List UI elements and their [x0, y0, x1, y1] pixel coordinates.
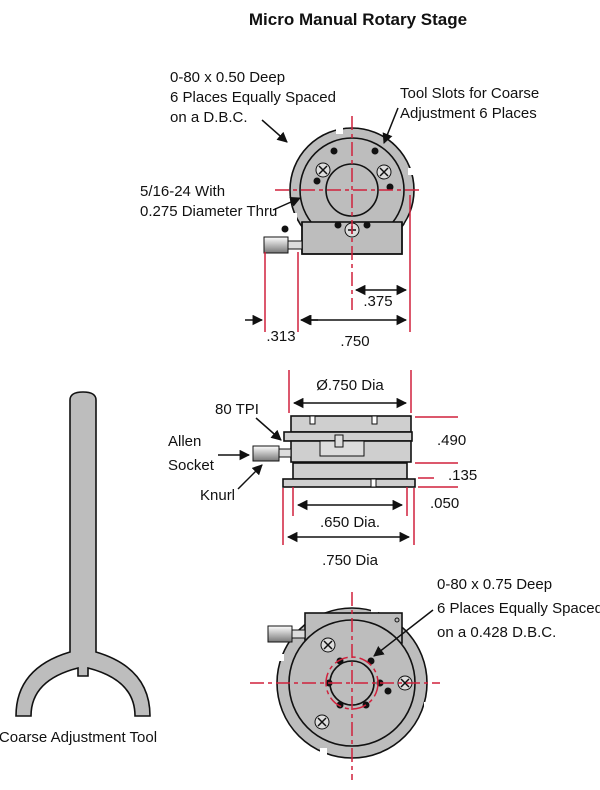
dim-750: .750	[340, 333, 369, 350]
diagram-title: Micro Manual Rotary Stage	[249, 10, 467, 29]
dim-750-dia: .750 Dia	[322, 552, 379, 569]
label-allen: Allen	[168, 433, 201, 450]
label-knurl: Knurl	[200, 487, 235, 504]
label-80-tpi: 80 TPI	[215, 401, 259, 418]
bottom-view: 0-80 x 0.75 Deep 6 Places Equally Spaced…	[250, 576, 600, 780]
adjustment-knob	[263, 236, 289, 254]
screw-icon	[314, 714, 330, 730]
callout-holes-line3: on a D.B.C.	[170, 109, 248, 126]
adjustment-knob	[267, 625, 293, 643]
screw-icon	[376, 164, 392, 180]
callout-holes-line1: 0-80 x 0.50 Deep	[170, 69, 285, 86]
bottom-callout-line1: 0-80 x 0.75 Deep	[437, 576, 552, 593]
callout-slots-line1: Tool Slots for Coarse	[400, 85, 539, 102]
dim-650: .650 Dia.	[320, 514, 380, 531]
screw-icon	[315, 162, 331, 178]
dim-top-dia: Ø.750 Dia	[316, 377, 384, 394]
dim-375: .375	[363, 293, 392, 310]
callout-holes-line2: 6 Places Equally Spaced	[170, 89, 336, 106]
callout-thread-line2: 0.275 Diameter Thru	[140, 203, 277, 220]
bottom-callout-line3: on a 0.428 D.B.C.	[437, 624, 556, 641]
side-view: Ø.750 Dia .490 .135 .050 .650 Dia. .750 …	[168, 370, 477, 569]
dim-313: .313	[266, 328, 295, 345]
screw-icon	[320, 637, 336, 653]
tool-label: Coarse Adjustment Tool	[0, 729, 157, 746]
adjustment-knob	[252, 445, 280, 462]
coarse-adjustment-tool: Coarse Adjustment Tool	[0, 391, 157, 746]
top-view: .375 .313 .750 0-80 x 0.50 Deep 6 Places…	[140, 69, 539, 350]
dim-490: .490	[437, 432, 466, 449]
callout-slots-line2: Adjustment 6 Places	[400, 105, 537, 122]
callout-thread-line1: 5/16-24 With	[140, 183, 225, 200]
bottom-callout-line2: 6 Places Equally Spaced	[437, 600, 600, 617]
dim-135: .135	[448, 467, 477, 484]
tool-shape	[15, 391, 151, 717]
label-socket: Socket	[168, 457, 215, 474]
dim-050: .050	[430, 495, 459, 512]
